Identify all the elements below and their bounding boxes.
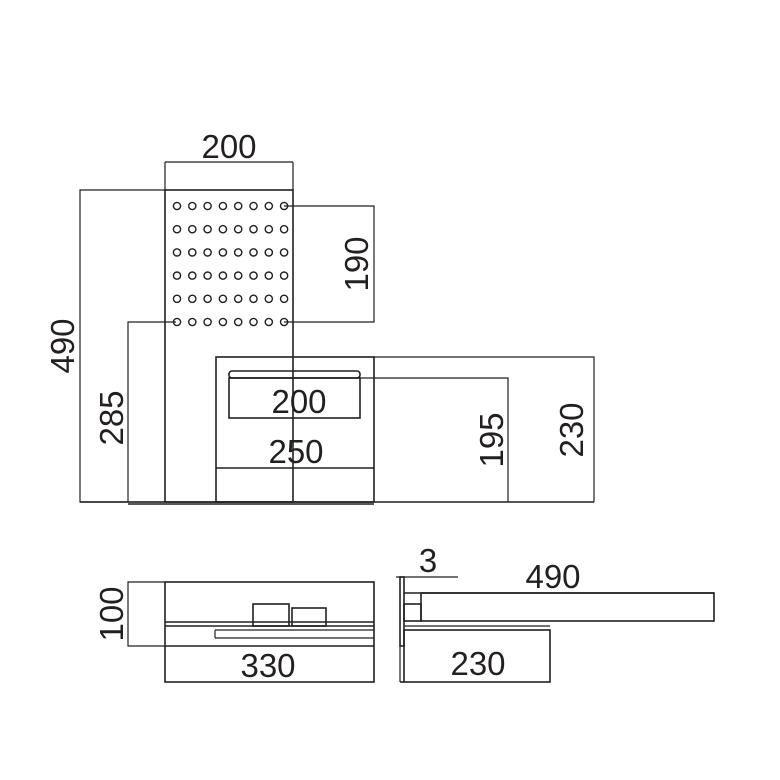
nozzle-dot [187,271,197,280]
nozzle-dot [264,294,274,304]
nozzle-dot [218,201,228,211]
nozzle-dot [203,271,212,280]
plate-thickness-label: 3 [419,542,437,579]
nozzle-dot [187,317,197,327]
nozzle-dot [279,294,289,304]
nozzle-dot [279,248,289,257]
nozzle-dot [233,248,243,257]
nozzle-dot [203,248,212,257]
spout-block-right [291,607,327,627]
total-height-dimension-line [79,189,165,503]
panel-width-label: 200 [201,128,256,165]
inner-rect-width-label: 200 [271,383,326,420]
spout-niche-side [403,629,551,683]
nozzle-dot [172,224,182,234]
nozzle-dot [218,271,228,280]
nozzle-dot [172,201,182,211]
top-body [164,581,375,683]
top-depth-label: 100 [93,586,130,641]
nozzle-field-dimension-line [284,205,375,323]
nozzle-dot [264,224,274,234]
nozzle-dot [264,271,274,280]
nozzle-dot [233,224,243,234]
spout-bar [228,370,361,379]
nozzle-dot [187,248,197,257]
nozzle-grid [172,201,289,327]
nozzle-dot [249,201,258,211]
side-view: 3 490 230 [396,542,715,683]
nozzle-dot [218,248,228,257]
nozzle-dot [233,317,243,327]
nozzle-dot [187,201,197,211]
nozzle-dot [264,248,274,257]
nozzle-dot [172,271,182,280]
nozzle-dot [203,294,212,304]
niche-height-dimension-line [374,356,595,502]
side-depth-label: 230 [450,645,505,682]
total-height-label: 490 [44,318,81,373]
nozzle-dot [203,317,212,327]
nozzle-dot [279,224,289,234]
spout-height-label: 195 [473,412,510,467]
nozzle-dot [218,224,228,234]
nozzle-dot [233,294,243,304]
shower-head-side [420,592,715,622]
nozzle-dot [264,317,274,327]
nozzle-dot [249,248,258,257]
top-view: 100 330 [93,581,375,684]
nozzle-dot [233,201,243,211]
low-row-dimension-line [127,321,176,502]
nozzle-dot [203,224,212,234]
spout-block-left [252,603,290,627]
nozzle-dot [279,271,289,280]
niche-width-label: 250 [268,433,323,470]
top-width-label: 330 [240,647,295,684]
top-depth-dimension-line [127,581,165,647]
low-row-height-label: 285 [93,390,130,445]
inner-rect [228,377,361,419]
nozzle-dot [249,317,258,327]
nozzle-dot [249,224,258,234]
nozzle-dot [249,294,258,304]
nozzle-dot [218,294,228,304]
nozzle-dot [249,271,258,280]
spout-height-dimension-line [360,377,509,502]
nozzle-field-height-label: 190 [338,236,375,291]
nozzle-dot [187,224,197,234]
connector-block [403,603,422,622]
niche-height-label: 230 [553,402,590,457]
nozzle-dot [233,271,243,280]
nozzle-dot [218,317,228,327]
nozzle-dot [203,201,212,211]
nozzle-dot [172,248,182,257]
side-length-label: 490 [525,558,580,595]
nozzle-dot [264,201,274,211]
nozzle-dot [187,294,197,304]
nozzle-dot [172,294,182,304]
front-view: 200 490 190 285 200 250 195 230 [44,128,595,505]
